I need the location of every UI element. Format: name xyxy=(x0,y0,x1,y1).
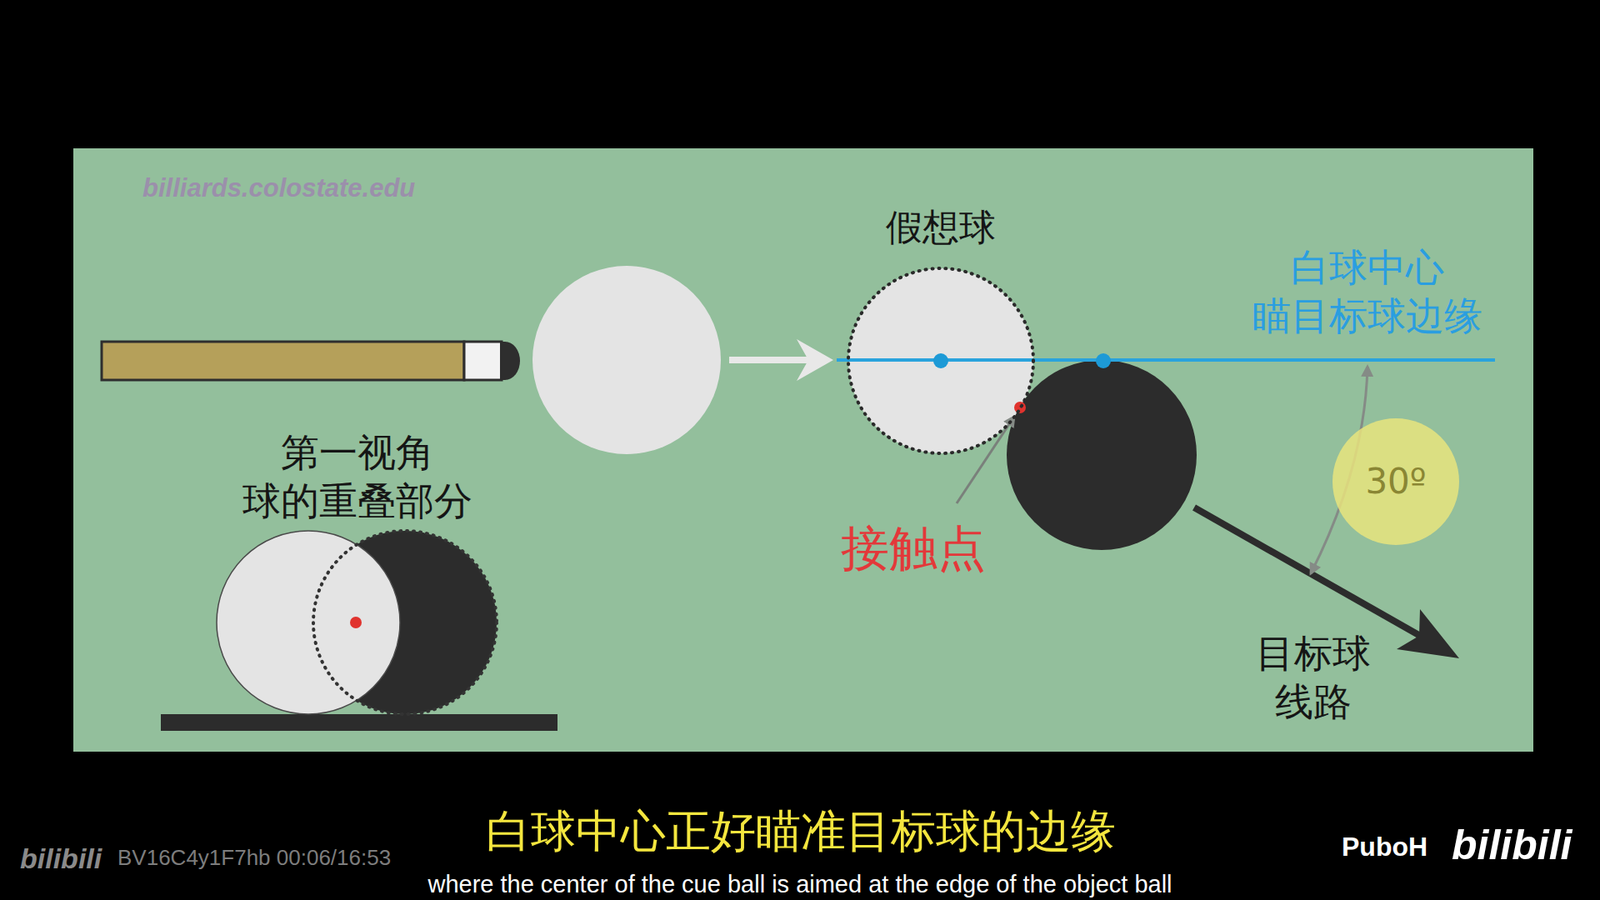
video-id: BV16C4y1F7hb 00:06/16:53 xyxy=(117,844,391,872)
cue-shaft xyxy=(101,341,465,380)
ground-bar xyxy=(160,714,558,731)
cue-tip xyxy=(500,341,520,380)
ball-heading: 假想球 xyxy=(885,204,996,250)
object-path-arrowhead xyxy=(1396,609,1460,659)
contact-label: 接触点 xyxy=(840,518,986,580)
motion-arrow xyxy=(729,356,810,364)
ghost-ball-shape xyxy=(848,268,1034,454)
aim-label: 白球中心 瞄目标球边缘 xyxy=(1252,244,1483,340)
watermark: billiards.colostate.edu xyxy=(142,172,415,205)
ghost-ball-outline xyxy=(848,268,1034,454)
edge-dot xyxy=(1095,353,1111,369)
inset-cue-ball xyxy=(216,530,400,715)
contact-leader xyxy=(956,416,1015,504)
motion-arrowhead xyxy=(796,339,834,381)
ghost-center-dot xyxy=(933,353,949,369)
angle-badge: 30º xyxy=(1332,418,1460,545)
subtitle-en: where the center of the cue ball is aime… xyxy=(427,869,1172,900)
inset-hidden-outline xyxy=(313,530,497,715)
subtitle-zh: 白球中心正好瞄准目标球的边缘 xyxy=(485,803,1116,860)
angle-value: 30º xyxy=(1365,460,1426,505)
path-label: 目标球 线路 xyxy=(1255,630,1371,726)
object-ball xyxy=(1006,360,1197,550)
table-panel xyxy=(73,148,1534,752)
site-logo: bilibili xyxy=(1451,819,1572,872)
inset-contact-dot xyxy=(350,616,362,629)
site-logo: bilibili xyxy=(20,840,102,877)
angle-badge-shape xyxy=(1332,418,1460,545)
view-label: 第一视角 球的重叠部分 xyxy=(242,429,473,525)
cue-ball xyxy=(532,265,721,455)
cue-ferrule xyxy=(464,341,502,380)
uploader: PuboH xyxy=(1341,830,1428,864)
ghost-ball: 假想球 xyxy=(848,268,1034,454)
